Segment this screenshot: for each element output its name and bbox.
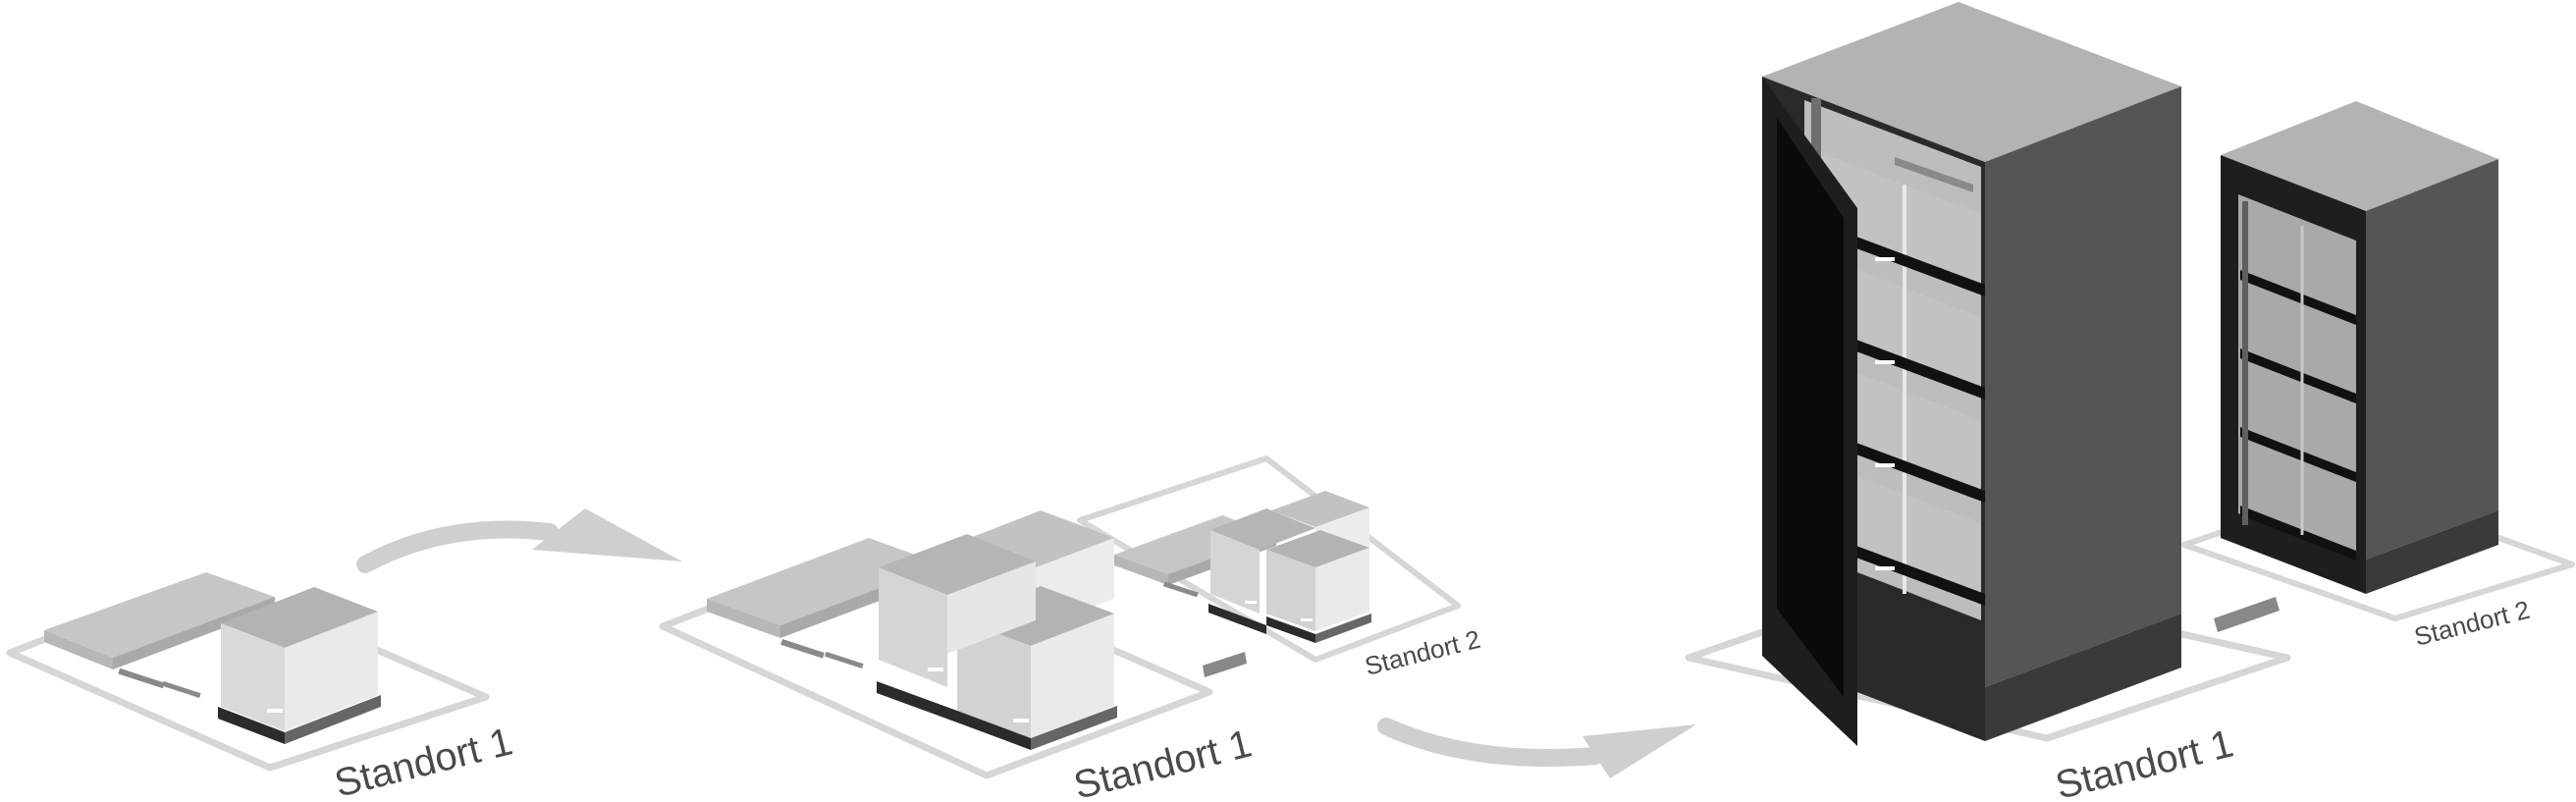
stage3-site1-label: Standort 1 <box>2052 722 2238 802</box>
big-rack-side <box>1985 86 2181 687</box>
arrow-1-head <box>532 508 682 561</box>
stage-2: Standort 1 Standort 2 <box>659 455 1483 802</box>
arrow-2-shaft <box>1377 718 1604 767</box>
small-rack-side <box>2366 159 2498 560</box>
stage-3: Standort 1 Standort 2 <box>1685 2 2575 802</box>
arrow-1 <box>356 508 682 573</box>
flat-server <box>44 572 275 699</box>
big-rack <box>1762 2 2181 746</box>
tower-server <box>218 587 381 744</box>
small-rack <box>2221 101 2498 594</box>
stage3-site2-label: Standort 2 <box>2411 595 2533 652</box>
stage2-site-link <box>1203 652 1247 677</box>
stage2-site2-platform <box>1077 455 1461 663</box>
arrow-1-shaft <box>356 520 559 573</box>
stage2-site2-towers <box>1208 491 1371 643</box>
small-rack-top <box>2221 101 2498 211</box>
arrow-2-head <box>1583 724 1696 778</box>
stage1-site1-label: Standort 1 <box>331 720 517 802</box>
stage3-site-link <box>2214 597 2280 632</box>
stage-1: Standort 1 <box>6 572 517 802</box>
small-rack-units <box>2240 226 2356 561</box>
big-rack-top <box>1762 2 2181 162</box>
arrow-2 <box>1377 718 1696 778</box>
stage2-tower-cluster <box>877 510 1117 750</box>
